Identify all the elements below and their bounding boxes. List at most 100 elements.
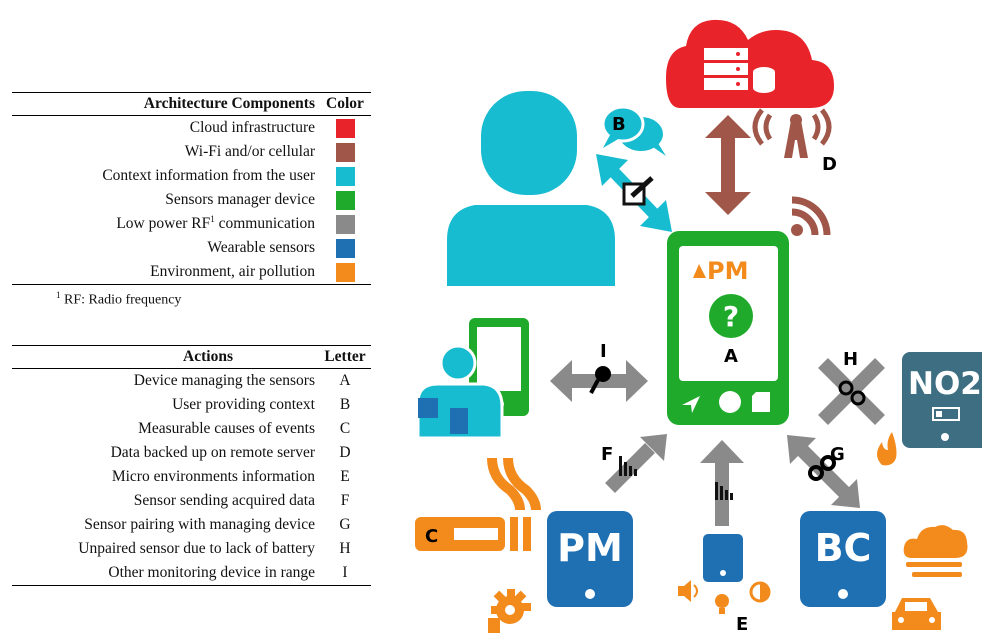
key-icon	[589, 366, 611, 394]
color-swatch	[335, 118, 355, 138]
sd-card-icon	[752, 392, 770, 412]
component-name: Cloud infrastructure	[189, 119, 315, 136]
component-row: Low power RF1 communication	[12, 212, 371, 236]
micro-env-arrow	[700, 440, 744, 526]
color-swatch	[335, 214, 355, 234]
user-icon	[447, 91, 615, 286]
action-row: User providing context B	[12, 393, 371, 417]
edit-icon	[622, 176, 654, 206]
action-row: Sensor pairing with managing device G	[12, 513, 371, 537]
components-header-color: Color	[319, 92, 371, 116]
color-swatch	[335, 190, 355, 210]
location-icon	[682, 396, 700, 413]
action-letter: G	[339, 516, 351, 533]
actions-table: Actions Letter Device managing the senso…	[12, 345, 371, 586]
fire-icon	[877, 432, 897, 466]
signal-bars-icon	[619, 456, 637, 476]
action-row: Data backed up on remote server D	[12, 441, 371, 465]
bc-sensor-text: BC	[815, 526, 872, 570]
data-arrow-f	[605, 434, 667, 493]
actions-header-letter: Letter	[319, 345, 371, 369]
chat-bubbles-icon	[601, 105, 666, 156]
other-user-device-icon	[416, 318, 529, 440]
action-letter: I	[319, 561, 371, 586]
color-swatch	[335, 262, 355, 282]
color-swatch	[335, 142, 355, 162]
component-row: Wi-Fi and/or cellular	[12, 140, 371, 164]
action-row: Unpaired sensor due to lack of battery H	[12, 537, 371, 561]
component-row: Context information from the user	[12, 164, 371, 188]
letter-b: B	[612, 114, 626, 135]
footnote: 1 RF: Radio frequency	[56, 290, 182, 308]
link-icon	[808, 455, 836, 481]
letter-i: I	[600, 341, 607, 362]
letter-a: A	[724, 346, 738, 367]
contrast-icon	[749, 581, 771, 603]
components-header-name: Architecture Components	[12, 92, 319, 116]
letter-e: E	[736, 614, 748, 633]
action-name: User providing context	[172, 396, 315, 413]
component-row: Wearable sensors	[12, 236, 371, 260]
action-letter: C	[339, 420, 351, 437]
smoke-icon	[487, 457, 541, 511]
action-letter: E	[340, 468, 350, 485]
lightbulb-icon	[715, 594, 729, 614]
action-name: Other monitoring device in range	[12, 561, 319, 586]
question-icon: ?	[709, 294, 753, 338]
cloud-server-icon	[666, 19, 834, 109]
actions-header-name: Actions	[12, 345, 319, 369]
letter-h: H	[843, 349, 858, 370]
antenna-icon	[752, 108, 832, 158]
letter-f: F	[601, 444, 613, 465]
speaker-icon	[678, 580, 691, 602]
component-name: Wi-Fi and/or cellular	[184, 143, 315, 160]
component-name: Sensors manager device	[165, 191, 315, 208]
action-letter: H	[339, 540, 351, 557]
action-name: Device managing the sensors	[133, 372, 315, 389]
action-letter: D	[339, 444, 351, 461]
action-name: Micro environments information	[111, 468, 315, 485]
action-name: Data backed up on remote server	[110, 444, 315, 461]
car-icon	[892, 598, 941, 630]
action-letter: B	[339, 396, 351, 413]
component-row: Sensors manager device	[12, 188, 371, 212]
action-letter: A	[339, 372, 351, 389]
action-row: Micro environments information E	[12, 465, 371, 489]
wifi-signal-icon	[791, 196, 831, 236]
action-row: Device managing the sensors A	[12, 369, 371, 394]
color-swatch	[335, 166, 355, 186]
pm-sensor: PM	[547, 511, 633, 607]
action-name: Sensor pairing with managing device	[84, 516, 315, 533]
component-row: Environment, air pollution	[12, 260, 371, 285]
no2-sensor: NO2	[902, 352, 982, 448]
action-row: Measurable causes of events C	[12, 417, 371, 441]
letter-c: C	[425, 526, 438, 547]
smartphone-icon: PM ? A	[667, 231, 789, 425]
letter-d: D	[822, 154, 837, 175]
pm-sensor-text: PM	[557, 526, 623, 570]
cloud-fog-icon	[903, 525, 968, 577]
action-letter: F	[340, 492, 350, 509]
action-name: Measurable causes of events	[138, 420, 315, 437]
letter-g: G	[830, 444, 845, 465]
bc-sensor: BC	[800, 511, 886, 607]
component-name: Environment, air pollution	[150, 263, 315, 280]
component-name: Context information from the user	[102, 167, 315, 184]
cigarette-icon	[415, 517, 531, 551]
component-name: Low power RF	[116, 215, 211, 233]
warning-icon	[693, 264, 706, 278]
svg-text:?: ?	[723, 300, 739, 333]
small-sensor	[703, 534, 743, 582]
color-swatch	[335, 238, 355, 258]
no2-text: NO2	[908, 366, 982, 402]
component-name: Wearable sensors	[207, 239, 315, 256]
action-name: Unpaired sensor due to lack of battery	[78, 540, 315, 557]
gear-icon	[488, 589, 531, 633]
broken-link-icon	[838, 380, 866, 406]
battery-low-icon	[932, 407, 960, 421]
components-table: Architecture Components Color Cloud infr…	[12, 92, 371, 285]
sync-arrow	[705, 115, 751, 215]
